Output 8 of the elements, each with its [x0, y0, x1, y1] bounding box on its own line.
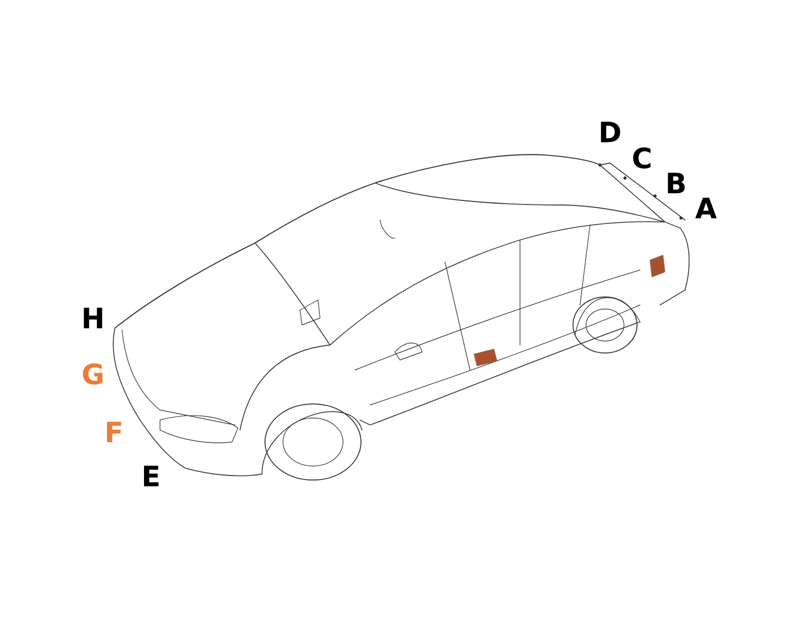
callout-letter: C: [633, 147, 650, 169]
callout-letter: B: [668, 172, 685, 194]
callout-letter: H: [84, 308, 102, 328]
callout-letter: E: [144, 466, 159, 486]
callout-letter: A: [695, 198, 717, 218]
callout-letter: G: [82, 363, 102, 385]
callout-letter: F: [107, 422, 122, 442]
callout-letter: D: [600, 122, 620, 142]
